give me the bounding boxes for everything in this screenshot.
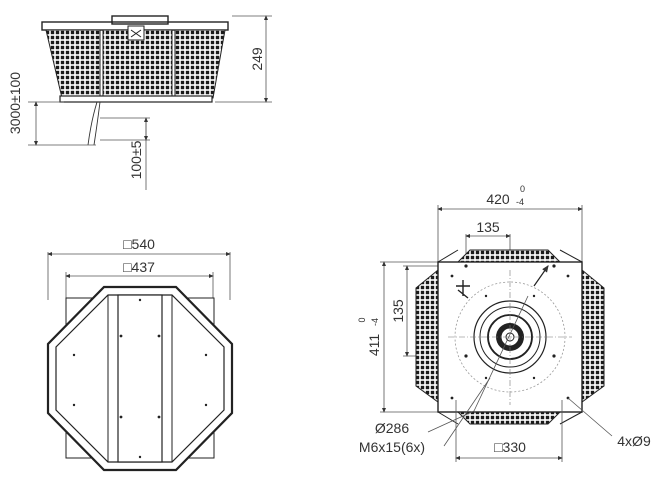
side-view: 249 3000±100 100±5: [7, 15, 272, 190]
hole-spacing-x: 135: [476, 219, 500, 235]
mount-holes-dim: 4xØ9: [617, 433, 651, 449]
cable-length-dim: 3000±100: [7, 72, 23, 134]
bolt-circle-dim: Ø286: [375, 420, 409, 436]
hole-spacing-y: 135: [390, 299, 406, 323]
bottom-view: □540 □437: [46, 236, 234, 472]
width-tol-lower: -4: [516, 197, 524, 207]
height-tol-upper: 0: [357, 317, 367, 322]
width-tol-upper: 0: [520, 184, 525, 194]
inner-square-dim: □437: [123, 259, 155, 275]
top-view: 420 0 -4 135 411 0 -4 135 Ø286 M6x15(6x)…: [357, 184, 651, 462]
base-square-dim: □330: [494, 439, 526, 455]
bolt-thread-dim: M6x15(6x): [359, 439, 425, 455]
cable-strip-dim: 100±5: [128, 140, 144, 179]
width-dim: 420: [486, 191, 510, 207]
outer-square-dim: □540: [123, 236, 155, 252]
height-dim: 411: [366, 334, 382, 357]
side-height-dim: 249: [249, 47, 265, 71]
height-tol-lower: -4: [370, 318, 380, 326]
